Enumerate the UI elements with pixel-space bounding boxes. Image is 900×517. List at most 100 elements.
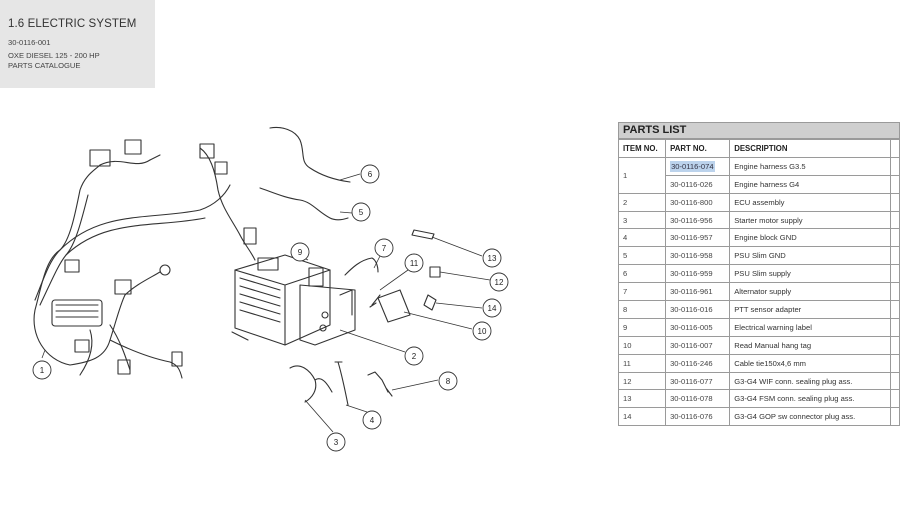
part-number: 30-0116-957: [665, 228, 731, 248]
part-description: Engine harness G3.5: [729, 156, 891, 176]
parts-list: PARTS LIST ITEM NO. PART NO. DESCRIPTION…: [617, 122, 900, 427]
callout-6: 6: [368, 170, 373, 179]
part-description: G3-G4 WIF conn. sealing plug ass.: [729, 371, 891, 391]
column-header-part: PART NO.: [665, 139, 731, 158]
part-number: 30-0116-246: [665, 353, 731, 373]
parts-table: ITEM NO. PART NO. DESCRIPTION 1 30-0116-…: [617, 139, 900, 427]
item-number: 1: [617, 156, 667, 194]
alternator-cable: [344, 257, 379, 276]
part-description: Alternator supply: [729, 282, 891, 302]
gop-plug: [423, 294, 437, 311]
part-number: 30-0116-076: [665, 407, 731, 427]
part-description: Cable tie150x4,6 mm: [729, 353, 891, 373]
item-number: 8: [617, 300, 667, 319]
parts-list-title: PARTS LIST: [623, 124, 687, 136]
part-number: 30-0116-958: [665, 246, 731, 266]
part-number: 30-0116-077: [665, 371, 731, 391]
part-description: ECU assembly: [729, 192, 891, 212]
item-number: 10: [617, 335, 667, 355]
item-number: 13: [617, 389, 667, 409]
part-number[interactable]: 30-0116-074: [665, 156, 731, 176]
part-description: PSU Slim GND: [729, 246, 891, 266]
callout-3: 3: [334, 438, 339, 447]
callout-12: 12: [495, 278, 504, 287]
exploded-parts-diagram: 1 2 3 4 5 6 7 8 9 10 11 12 13 14: [0, 100, 600, 517]
item-number: 3: [617, 210, 667, 230]
item-number: 7: [617, 282, 667, 302]
item-number: 6: [617, 264, 667, 284]
table-row: 1 30-0116-074 Engine harness G3.5: [617, 156, 900, 194]
part-number: 30-0116-800: [665, 192, 731, 212]
part-description: G3-G4 GOP sw connector plug ass.: [729, 407, 891, 427]
part-description: Starter motor supply: [729, 210, 891, 230]
parts-list-title-bar: PARTS LIST: [618, 122, 900, 139]
part-number: 30-0116-016: [665, 300, 731, 319]
part-description: PSU Slim supply: [729, 264, 891, 284]
document-header: 1.6 ELECTRIC SYSTEM 30-0116-001 OXE DIES…: [0, 0, 155, 88]
item-number: 2: [617, 192, 667, 212]
callout-1: 1: [40, 366, 45, 375]
callout-9: 9: [298, 248, 303, 257]
starter-motor-cable: [289, 365, 317, 403]
part-number: 30-0116-959: [665, 264, 731, 284]
ecu-assembly-drawing: [231, 254, 356, 346]
item-number: 5: [617, 246, 667, 266]
item-number: 14: [617, 407, 667, 427]
item-number: 9: [617, 317, 667, 337]
item-number: 4: [617, 228, 667, 248]
column-header-description: DESCRIPTION: [729, 139, 891, 158]
part-description: G3-G4 FSM conn. sealing plug ass.: [729, 389, 891, 409]
part-number: 30-0116-961: [665, 282, 731, 302]
fsm-plug: [411, 229, 435, 240]
part-description: PTT sensor adapter: [729, 300, 891, 319]
table-header-row: ITEM NO. PART NO. DESCRIPTION: [617, 139, 900, 158]
part-number: 30-0116-005: [665, 317, 731, 337]
callout-2: 2: [412, 352, 417, 361]
psu-gnd-cable: [259, 187, 349, 221]
callout-11: 11: [410, 259, 419, 268]
callout-5: 5: [359, 208, 364, 217]
model-name: OXE DIESEL 125 - 200 HP: [8, 51, 100, 60]
catalogue-label: PARTS CATALOGUE: [8, 61, 81, 70]
document-code: 30-0116-001: [8, 38, 51, 47]
part-description: Read Manual hang tag: [729, 335, 891, 355]
hang-tag: [377, 289, 411, 323]
part-description: Engine harness G4: [729, 174, 891, 194]
cable-tie: [369, 294, 381, 308]
callout-14: 14: [488, 304, 497, 313]
part-number: 30-0116-026: [665, 174, 731, 194]
callout-10: 10: [478, 327, 487, 336]
column-header-extra: [889, 139, 900, 158]
warning-label: [308, 267, 324, 287]
callout-7: 7: [382, 244, 387, 253]
callout-13: 13: [488, 254, 497, 263]
item-number: 12: [617, 371, 667, 391]
ptt-adapter: [367, 371, 393, 397]
item-number: 11: [617, 353, 667, 373]
table-row: 30-0116-026 Engine harness G4: [619, 174, 900, 194]
section-title: 1.6 ELECTRIC SYSTEM: [8, 18, 137, 30]
part-description: Electrical warning label: [729, 317, 891, 337]
callout-4: 4: [370, 416, 375, 425]
part-number: 30-0116-956: [665, 210, 731, 230]
block-gnd-cable: [334, 361, 349, 406]
part-number: 30-0116-007: [665, 335, 731, 355]
callout-8: 8: [446, 377, 451, 386]
psu-supply-cable: [269, 126, 351, 183]
part-number: 30-0116-078: [665, 389, 731, 409]
engine-harness-drawing: [33, 139, 257, 379]
part-description: Engine block GND: [729, 228, 891, 248]
selected-part-number[interactable]: 30-0116-074: [670, 160, 715, 172]
